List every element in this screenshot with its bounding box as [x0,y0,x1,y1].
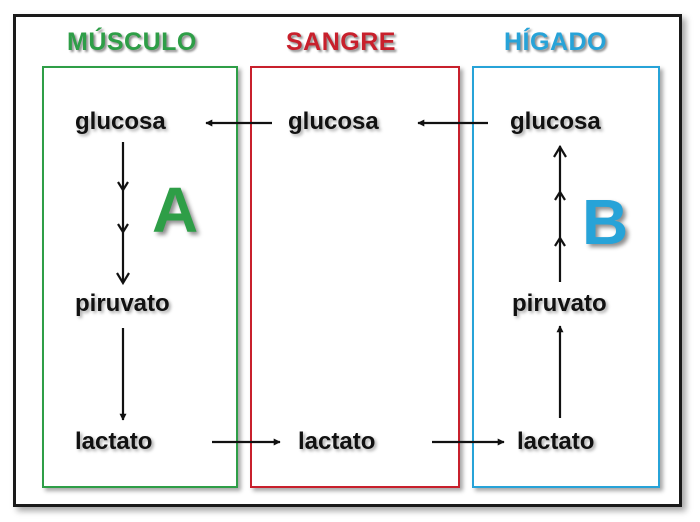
musculo-heading: MÚSCULO [67,28,197,56]
higado-lactato: lactato [517,428,595,455]
chevron-up-icon [553,144,567,158]
chevron-up-icon [554,235,566,247]
musculo-lactato: lactato [75,428,153,455]
chevron-down-icon [116,272,130,286]
musculo-glucosa: glucosa [75,108,166,135]
musculo-piruvato: piruvato [75,290,170,317]
label-b: B [582,186,629,258]
higado-piruvato: piruvato [512,290,607,317]
label-a: A [152,174,199,246]
sangre-lactato: lactato [298,428,376,455]
sangre-glucosa: glucosa [288,108,379,135]
higado-panel [472,66,660,488]
higado-heading: HÍGADO [504,28,607,56]
higado-glucosa: glucosa [510,108,601,135]
chevron-down-icon [117,181,129,193]
sangre-panel [250,66,460,488]
chevron-up-icon [554,189,566,201]
musculo-panel [42,66,238,488]
diagram-frame [13,14,682,507]
chevron-down-icon [117,223,129,235]
sangre-heading: SANGRE [286,28,396,56]
